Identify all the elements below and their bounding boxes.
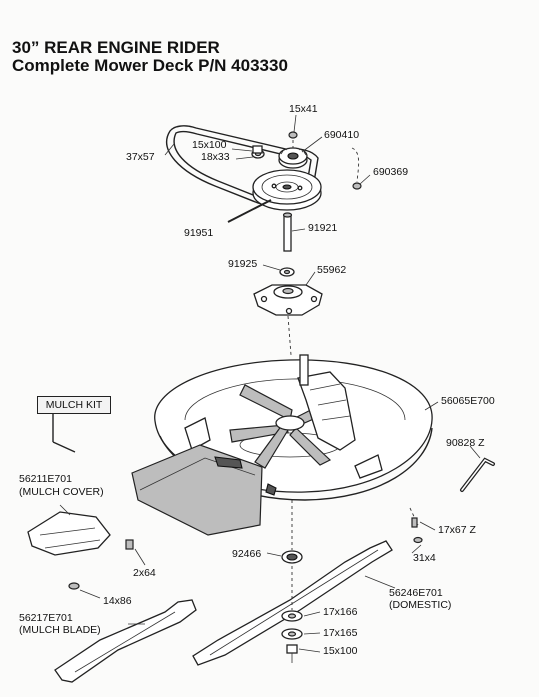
label-55962: 55962 bbox=[317, 264, 347, 276]
label-15x100-bottom: 15x100 bbox=[323, 645, 358, 657]
diagram-subtitle: Complete Mower Deck P/N 403330 bbox=[12, 56, 288, 75]
diagram-title: 30” REAR ENGINE RIDER bbox=[12, 38, 220, 57]
label-31x4: 31x4 bbox=[413, 552, 436, 564]
bolt-17x67z bbox=[409, 507, 436, 554]
spindle-sprocket bbox=[278, 147, 308, 169]
pin-90828z bbox=[460, 445, 495, 492]
label-91921: 91921 bbox=[308, 222, 338, 234]
label-56217E701: 56217E701 bbox=[19, 612, 73, 624]
label-15x41: 15x41 bbox=[289, 103, 318, 115]
screw-14x86 bbox=[68, 582, 101, 599]
label-92466: 92466 bbox=[232, 548, 262, 560]
mulch-plate bbox=[131, 444, 277, 536]
mulch-kit-outline bbox=[52, 412, 76, 453]
blade-hardware-stack bbox=[281, 566, 321, 663]
label-mulch-blade: (MULCH BLADE) bbox=[19, 624, 101, 636]
label-14x86: 14x86 bbox=[103, 595, 132, 607]
label-56065E700: 56065E700 bbox=[441, 395, 495, 407]
label-mulch-cover: (MULCH COVER) bbox=[19, 486, 104, 498]
spacer-91925 bbox=[262, 264, 316, 289]
label-domestic: (DOMESTIC) bbox=[389, 599, 452, 611]
mulch-blade-part bbox=[54, 599, 197, 683]
label-56211E701: 56211E701 bbox=[19, 473, 72, 485]
label-2x64: 2x64 bbox=[133, 567, 156, 579]
spindle-housing bbox=[253, 284, 323, 356]
label-37x57: 37x57 bbox=[126, 151, 155, 163]
label-17x165: 17x165 bbox=[323, 627, 358, 639]
nut-690369 bbox=[351, 147, 362, 190]
label-91925: 91925 bbox=[228, 258, 258, 270]
label-690410: 690410 bbox=[324, 129, 360, 141]
label-90828Z: 90828 Z bbox=[446, 437, 485, 449]
label-690369: 690369 bbox=[373, 166, 409, 178]
bearing-92466 bbox=[266, 500, 303, 564]
label-17x67Z: 17x67 Z bbox=[438, 524, 476, 536]
mulch-cover-part bbox=[27, 504, 111, 556]
mulch-kit-label: MULCH KIT bbox=[37, 396, 111, 414]
washer-18x33 bbox=[251, 145, 265, 159]
leader-lines-top bbox=[164, 114, 371, 223]
label-91951: 91951 bbox=[184, 227, 214, 239]
nut-15x41 bbox=[288, 131, 298, 148]
label-17x166: 17x166 bbox=[323, 606, 358, 618]
label-15x100-top: 15x100 bbox=[192, 139, 227, 151]
label-56246E701: 56246E701 bbox=[389, 587, 443, 599]
bolt-2x64 bbox=[125, 539, 146, 566]
label-18x33: 18x33 bbox=[201, 151, 230, 163]
spindle-shaft bbox=[282, 212, 306, 252]
